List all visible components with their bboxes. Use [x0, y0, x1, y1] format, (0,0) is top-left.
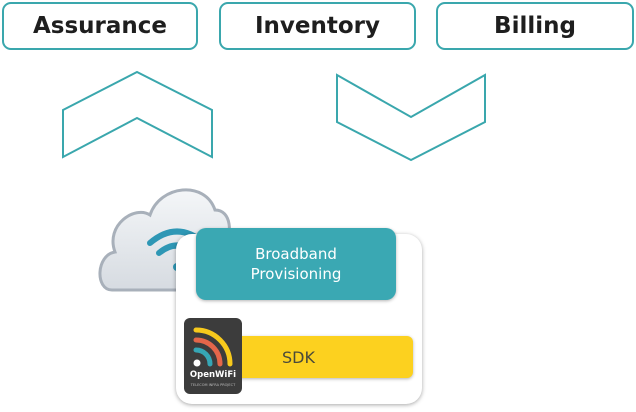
openwifi-signal-icon: [193, 327, 233, 367]
openwifi-logo-subtitle: TELECOM INFRA PROJECT: [190, 383, 236, 387]
openwifi-logo-text: OpenWiFi: [189, 370, 237, 380]
broadband-label-line2: Provisioning: [250, 265, 342, 283]
down-arrow-icon: [336, 73, 486, 162]
billing-box: Billing: [436, 2, 634, 50]
openwifi-logo: OpenWiFi TELECOM INFRA PROJECT: [184, 318, 242, 394]
broadband-label-line1: Broadband: [255, 245, 337, 263]
assurance-box: Assurance: [2, 2, 198, 50]
inventory-box: Inventory: [219, 2, 416, 50]
up-arrow-icon: [62, 70, 213, 159]
sdk-label: SDK: [282, 347, 315, 367]
